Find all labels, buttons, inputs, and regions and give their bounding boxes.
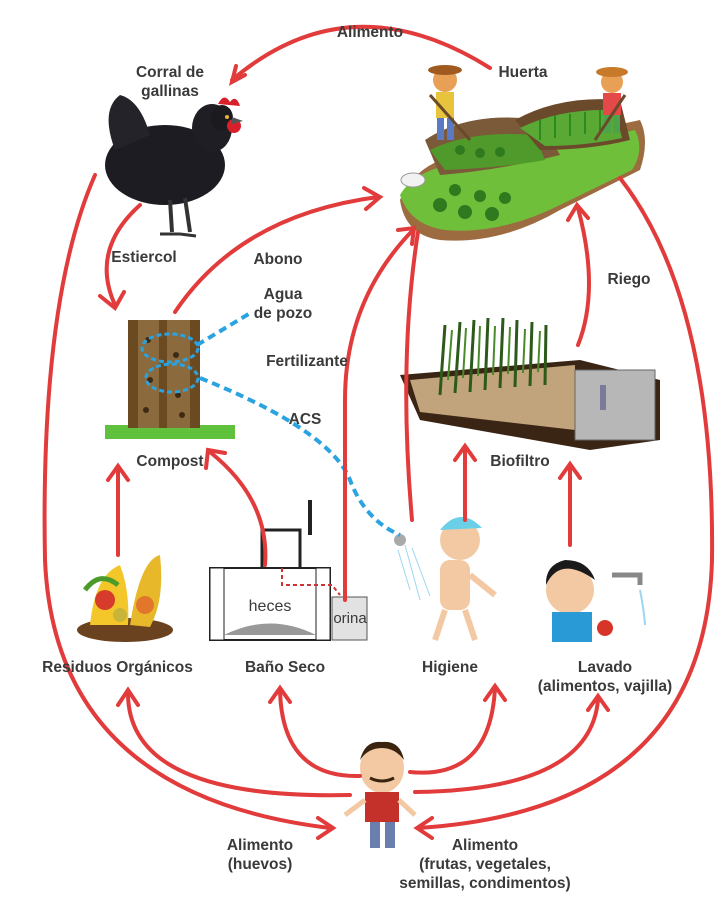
label-bano-seco: Baño Seco bbox=[244, 659, 326, 676]
label-frutas-line1: Alimento bbox=[451, 837, 519, 854]
water-line-pozo bbox=[195, 310, 254, 347]
arrow-person-bano bbox=[278, 688, 362, 779]
arrow-higiene-huerta bbox=[404, 230, 420, 522]
water-line-acs bbox=[199, 376, 401, 537]
arrow-huevos bbox=[42, 173, 332, 830]
label-alimento-frutas: Alimento (frutas, vegetales, semillas, c… bbox=[380, 836, 590, 893]
garden-illustration bbox=[400, 65, 645, 241]
label-heces: heces bbox=[248, 598, 292, 615]
compost-bin-illustration bbox=[105, 320, 235, 439]
biofilter-illustration bbox=[400, 317, 660, 450]
label-huevos-line2: (huevos) bbox=[227, 856, 293, 873]
arrow-abono bbox=[173, 195, 380, 314]
arrow-estiercol bbox=[104, 203, 142, 307]
label-huerta: Huerta bbox=[498, 64, 548, 81]
label-agua-line1: Agua bbox=[263, 286, 303, 303]
label-alimento-top: Alimento bbox=[336, 24, 404, 41]
label-riego: Riego bbox=[607, 271, 651, 288]
flow-arrows bbox=[42, 24, 715, 840]
label-higiene: Higiene bbox=[422, 659, 478, 676]
label-frutas-line3: semillas, condimentos) bbox=[399, 875, 571, 892]
label-corral-line1: Corral de bbox=[135, 64, 205, 81]
arrow-person-higiene bbox=[408, 686, 497, 775]
label-compost: Compost bbox=[136, 453, 204, 470]
label-lavado: Lavado (alimentos, vajilla) bbox=[520, 658, 690, 696]
label-agua-pozo: Agua de pozo bbox=[248, 285, 318, 323]
label-estiercol: Estiercol bbox=[111, 249, 177, 266]
label-corral-line2: gallinas bbox=[141, 83, 199, 100]
arrow-bano-compost bbox=[208, 450, 268, 567]
label-acs: ACS bbox=[288, 411, 322, 428]
label-lavado-line2: (alimentos, vajilla) bbox=[537, 678, 673, 695]
arrow-person-lavado bbox=[413, 698, 600, 794]
label-residuos-organicos: Residuos Orgánicos bbox=[42, 659, 193, 676]
dry-toilet-illustration bbox=[209, 500, 368, 641]
label-lavado-line1: Lavado bbox=[577, 659, 633, 676]
label-biofiltro: Biofiltro bbox=[490, 453, 550, 470]
person-illustration bbox=[343, 741, 417, 848]
organic-waste-illustration bbox=[77, 555, 173, 642]
label-abono: Abono bbox=[253, 251, 303, 268]
label-corral-gallinas: Corral de gallinas bbox=[115, 63, 225, 101]
label-agua-line2: de pozo bbox=[253, 305, 313, 322]
arrow-fertilizante bbox=[343, 228, 415, 602]
shower-person-illustration bbox=[394, 516, 497, 641]
arrow-frutas bbox=[416, 176, 715, 830]
washing-child-illustration bbox=[545, 560, 646, 642]
arrow-alimento-top bbox=[230, 24, 492, 82]
arrow-person-residuos bbox=[126, 693, 352, 798]
arrow-riego bbox=[576, 206, 591, 347]
label-frutas-line2: (frutas, vegetales, bbox=[419, 856, 551, 873]
label-fertilizante: Fertilizante bbox=[266, 353, 348, 370]
hen-illustration bbox=[105, 95, 243, 238]
label-alimento-huevos: Alimento (huevos) bbox=[210, 836, 310, 874]
label-huevos-line1: Alimento bbox=[226, 837, 294, 854]
label-orina: orina bbox=[333, 610, 367, 627]
